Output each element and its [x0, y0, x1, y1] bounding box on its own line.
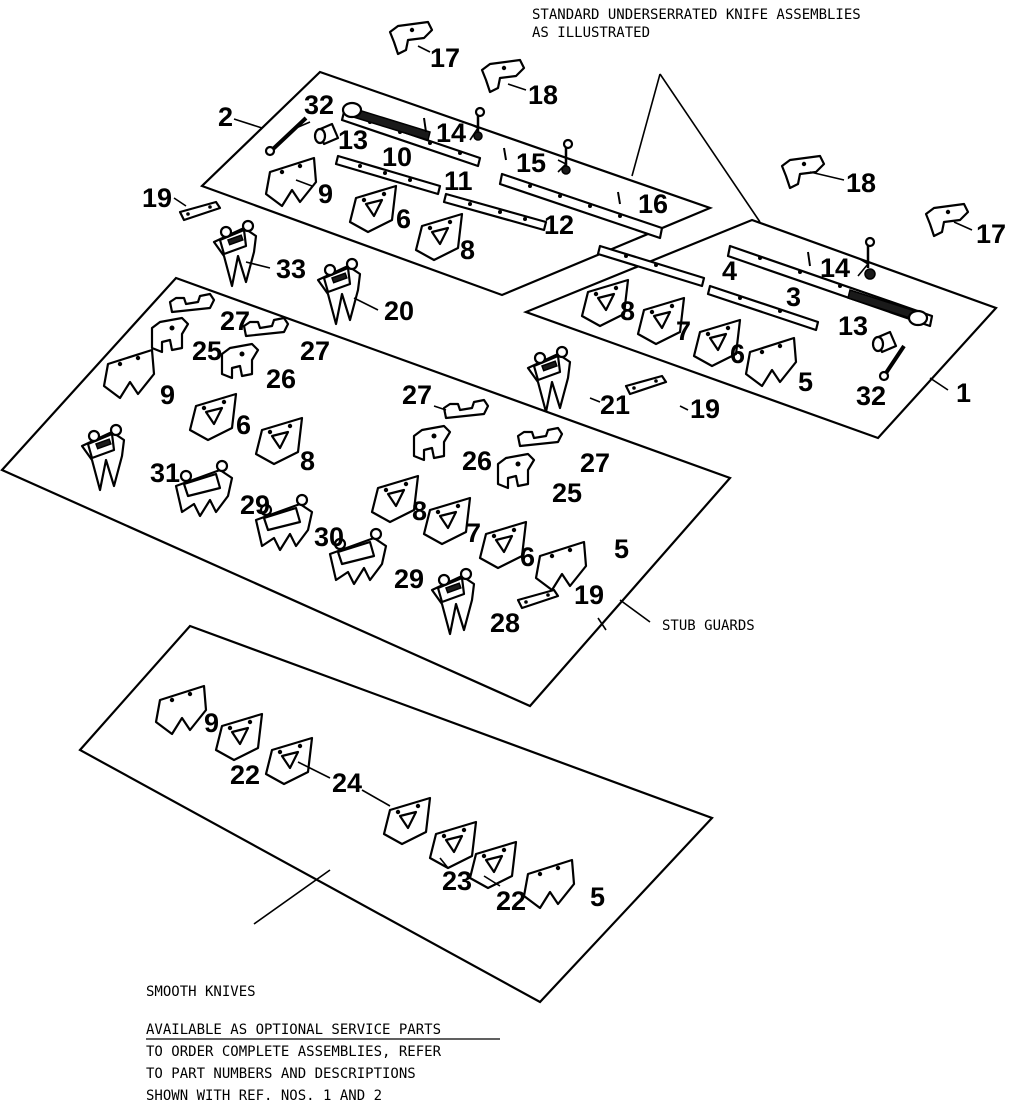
bracket-17-right	[924, 202, 970, 238]
assembly-panel-1	[522, 218, 998, 440]
hold-down-plate-19-upper	[178, 200, 222, 222]
callout-numbers: 17 18 2 32 14 13 10 15 11 9 19 16 6 12 8…	[142, 43, 1006, 916]
note-smooth-knives: SMOOTH KNIVES	[146, 984, 256, 1000]
callout-32-top: 32	[304, 90, 334, 120]
hardware-15	[503, 138, 574, 175]
bar-3	[726, 244, 934, 328]
callout-17-top: 17	[430, 43, 460, 73]
callout-12: 12	[544, 210, 574, 240]
callout-10: 10	[382, 142, 412, 172]
callout-19-lower: 19	[574, 580, 604, 610]
callout-26-left: 26	[266, 364, 296, 394]
callout-8-lower: 8	[412, 496, 427, 526]
bar-12-lower	[442, 192, 548, 232]
callout-28: 28	[490, 608, 520, 638]
callout-21: 21	[600, 390, 630, 420]
callout-27-c: 27	[402, 380, 432, 410]
callout-19-top: 19	[142, 183, 172, 213]
hardware-14-left	[423, 106, 486, 141]
callout-13-right: 13	[838, 311, 868, 341]
callout-9-smooth: 9	[204, 708, 219, 738]
note-optional-line1: AVAILABLE AS OPTIONAL SERVICE PARTS	[146, 1022, 441, 1038]
bar-4	[596, 244, 820, 332]
callout-7-right: 7	[676, 316, 691, 346]
callout-23: 23	[442, 866, 472, 896]
callout-17-right: 17	[976, 219, 1006, 249]
callout-19-mid: 19	[690, 394, 720, 424]
hold-down-plate-19-mid	[624, 374, 668, 396]
callout-14-right: 14	[820, 253, 850, 283]
notes: STANDARD UNDERSERRATED KNIFE ASSEMBLIES …	[146, 7, 861, 1104]
callout-31: 31	[150, 458, 180, 488]
callout-9-top: 9	[318, 179, 333, 209]
callout-15: 15	[516, 148, 546, 178]
note-standard-line1: STANDARD UNDERSERRATED KNIFE ASSEMBLIES	[532, 7, 861, 23]
callout-16: 16	[638, 189, 668, 219]
callout-30: 30	[314, 522, 344, 552]
callout-20: 20	[384, 296, 414, 326]
note-optional-line3: TO PART NUMBERS AND DESCRIPTIONS	[146, 1066, 416, 1082]
callout-13-left: 13	[338, 125, 368, 155]
callout-leaders	[173, 121, 949, 887]
guard-20	[316, 257, 362, 326]
callout-29-left: 29	[240, 490, 270, 520]
hardware-14-right	[807, 236, 876, 280]
callout-27-a: 27	[220, 306, 250, 336]
note-standard-line2: AS ILLUSTRATED	[532, 25, 650, 41]
roller-13-left	[313, 122, 340, 146]
callout-22-right: 22	[496, 886, 526, 916]
callout-4: 4	[722, 256, 737, 286]
callout-25-left: 25	[192, 336, 222, 366]
callout-9-mid: 9	[160, 380, 175, 410]
callout-26-right: 26	[462, 446, 492, 476]
bolt-16	[617, 191, 621, 205]
callout-8-mid: 8	[300, 446, 315, 476]
bar-12-upper	[498, 172, 664, 240]
bracket-18-right	[780, 154, 826, 190]
callout-27-b: 27	[300, 336, 330, 366]
callout-7-lower: 7	[466, 518, 481, 548]
callout-33: 33	[276, 254, 306, 284]
callout-27-d: 27	[580, 448, 610, 478]
bolt-32-left	[264, 116, 308, 157]
note-optional-line4: SHOWN WITH REF. NOS. 1 AND 2	[146, 1088, 382, 1104]
bar-10	[340, 101, 482, 168]
note-optional-line2: TO ORDER COMPLETE ASSEMBLIES, REFER	[146, 1044, 442, 1060]
callout-24: 24	[332, 768, 362, 798]
callout-18-right: 18	[846, 168, 876, 198]
callout-6-lower: 6	[520, 542, 535, 572]
callout-5-right: 5	[798, 367, 813, 397]
bar-11	[334, 154, 442, 196]
callout-1: 1	[956, 378, 971, 408]
roller-13-right	[871, 330, 898, 354]
callout-5-smooth: 5	[590, 882, 605, 912]
bolt-32-right	[878, 344, 906, 382]
callout-8-top: 8	[460, 235, 475, 265]
callout-6-mid: 6	[236, 410, 251, 440]
callout-11: 11	[444, 166, 473, 196]
callout-8-right: 8	[620, 296, 635, 326]
note-stub-guards: STUB GUARDS	[662, 618, 755, 634]
callout-6-top: 6	[396, 204, 411, 234]
callout-18-top: 18	[528, 80, 558, 110]
callout-6-right: 6	[730, 339, 745, 369]
callout-2: 2	[218, 102, 233, 132]
guard-21	[526, 345, 572, 414]
callout-32-right: 32	[856, 381, 886, 411]
callout-25-right: 25	[552, 478, 582, 508]
guard-33	[212, 219, 258, 288]
callout-22-left: 22	[230, 760, 260, 790]
callout-3: 3	[786, 282, 801, 312]
callout-14-left: 14	[436, 118, 466, 148]
callout-29-right: 29	[394, 564, 424, 594]
callout-5-lower: 5	[614, 534, 629, 564]
